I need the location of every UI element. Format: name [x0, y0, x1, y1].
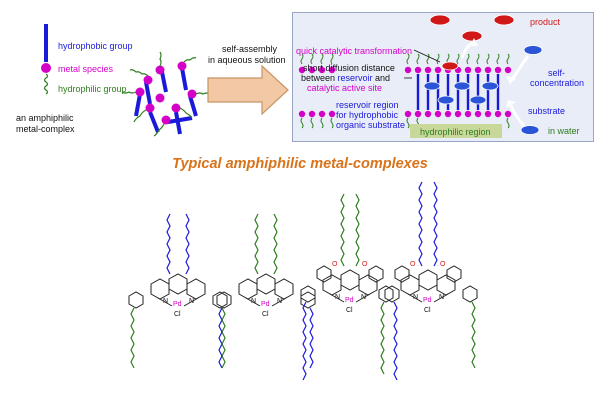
legend-hydrophilic: hydrophilic group [58, 84, 127, 94]
atom-pd-4: Pd [423, 297, 432, 304]
atom-n-2b: N [277, 298, 283, 305]
atom-n-4b: N [439, 294, 445, 301]
atom-n-4a: N [413, 294, 419, 301]
reservoir-line3: organic substrate [336, 120, 406, 130]
short-diffusion-line2: between reservoir and [301, 73, 390, 83]
short-between: between [301, 73, 338, 83]
short-diffusion-line1: short diffusion distance [303, 63, 395, 73]
atom-cl-3: Cl [346, 307, 353, 314]
atom-n-3a: N [335, 294, 341, 301]
self-concentration-line2: concentration [530, 78, 585, 88]
short-diffusion-line3: catalytic active site [307, 83, 383, 93]
short-and: and [372, 73, 391, 83]
atom-pd-1: Pd [173, 301, 182, 308]
short-reservoir: reservoir [337, 73, 373, 83]
atom-o-4a: O [410, 261, 416, 268]
legend-complex-line2: metal-complex [16, 124, 75, 134]
hydrophilic-wave-icon [43, 73, 49, 95]
arrow-label-line2: in aqueous solution [208, 55, 286, 65]
atom-pd-3: Pd [345, 297, 354, 304]
hydrophilic-region-box [410, 124, 502, 138]
reservoir-line1: reservoir region [336, 100, 399, 110]
product-label: product [530, 17, 561, 27]
reservoir-line2: for hydrophobic [336, 110, 399, 120]
hydrophobic-bar-icon [44, 24, 48, 62]
atom-cl-4: Cl [424, 307, 431, 314]
atom-cl-2: Cl [262, 311, 269, 318]
hydrophilic-region-label: hydrophilic region [420, 127, 491, 137]
quick-pointer [413, 49, 441, 63]
atom-n-1a: N [163, 298, 169, 305]
substrate-label: substrate [528, 106, 566, 116]
legend-complex-line1: an amphiphilic [16, 113, 74, 123]
quick-transformation-label: quick catalytic transformation [296, 46, 413, 56]
metal-dot-icon [41, 63, 51, 73]
atom-pd-2: Pd [261, 301, 270, 308]
legend-metal: metal species [58, 64, 114, 74]
in-water-label: in water [548, 126, 580, 136]
legend-hydrophobic: hydrophobic group [58, 41, 133, 51]
atom-o-4b: O [440, 261, 446, 268]
arrow-label-line1: self-assembly [222, 44, 278, 54]
atom-o-3a: O [332, 261, 338, 268]
atom-n-2a: N [251, 298, 257, 305]
atom-o-3b: O [362, 261, 368, 268]
micelle-panel [292, 12, 594, 142]
atom-n-3b: N [361, 294, 367, 301]
atom-cl-1: Cl [174, 311, 181, 318]
section-title: Typical amphiphilic metal-complexes [172, 156, 428, 172]
self-concentration-line1: self- [548, 68, 566, 78]
atom-n-1b: N [189, 298, 195, 305]
